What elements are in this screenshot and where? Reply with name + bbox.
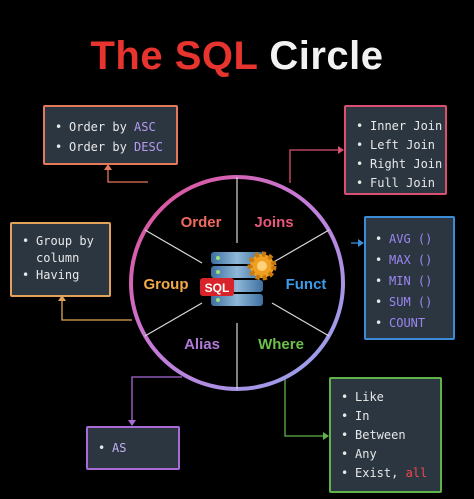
funct-item: SUM () bbox=[375, 292, 453, 313]
title-part-2: Circle bbox=[269, 34, 384, 78]
funct-item: MAX () bbox=[375, 250, 453, 271]
segment-label-funct: Funct bbox=[286, 276, 327, 293]
joins-item: Right Join bbox=[356, 155, 445, 174]
segment-label-order: Order bbox=[181, 214, 222, 231]
connector-group bbox=[61, 299, 132, 321]
connectors bbox=[58, 146, 364, 440]
where-item: In bbox=[341, 407, 440, 426]
group-item: Having bbox=[22, 267, 109, 284]
alias-box: AS bbox=[86, 426, 180, 470]
funct-item: AVG () bbox=[375, 229, 453, 250]
joins-item: Left Join bbox=[356, 136, 445, 155]
funct-item: MIN () bbox=[375, 271, 453, 292]
segment-label-group: Group bbox=[144, 276, 189, 293]
joins-item: Inner Join bbox=[356, 117, 445, 136]
connector-alias bbox=[131, 376, 182, 424]
funct-box: AVG () MAX () MIN () SUM () COUNT bbox=[364, 216, 455, 340]
alias-item: AS bbox=[98, 441, 178, 455]
connector-where bbox=[284, 377, 327, 437]
segment-label-where: Where bbox=[258, 336, 304, 353]
order-item: Order by DESC bbox=[55, 137, 176, 157]
group-box: Group by column Having bbox=[10, 222, 111, 297]
where-item: Between bbox=[341, 426, 440, 445]
where-keyword: all bbox=[405, 466, 428, 480]
where-item: Exist, all bbox=[341, 464, 440, 483]
where-item: Any bbox=[341, 445, 440, 464]
sql-database-gear-icon: SQL bbox=[200, 251, 277, 306]
connector-order bbox=[107, 168, 148, 183]
funct-item: COUNT bbox=[375, 313, 453, 334]
joins-box: Inner Join Left Join Right Join Full Joi… bbox=[344, 105, 447, 195]
order-keyword: DESC bbox=[134, 140, 163, 154]
sql-badge-label: SQL bbox=[205, 281, 230, 295]
segment-label-joins: Joins bbox=[254, 214, 293, 231]
order-keyword: ASC bbox=[134, 120, 156, 134]
connector-joins bbox=[289, 149, 342, 183]
order-box: Order by ASC Order by DESC bbox=[43, 105, 178, 165]
page-title: The SQL Circle bbox=[0, 34, 474, 79]
order-item: Order by ASC bbox=[55, 117, 176, 137]
where-box: Like In Between Any Exist, all bbox=[329, 377, 442, 493]
title-part-1: The SQL bbox=[90, 34, 258, 78]
joins-item: Full Join bbox=[356, 174, 445, 193]
group-item: Group by column bbox=[22, 233, 114, 267]
where-item: Like bbox=[341, 388, 440, 407]
segment-label-alias: Alias bbox=[184, 336, 220, 353]
segment-dividers bbox=[144, 177, 330, 389]
